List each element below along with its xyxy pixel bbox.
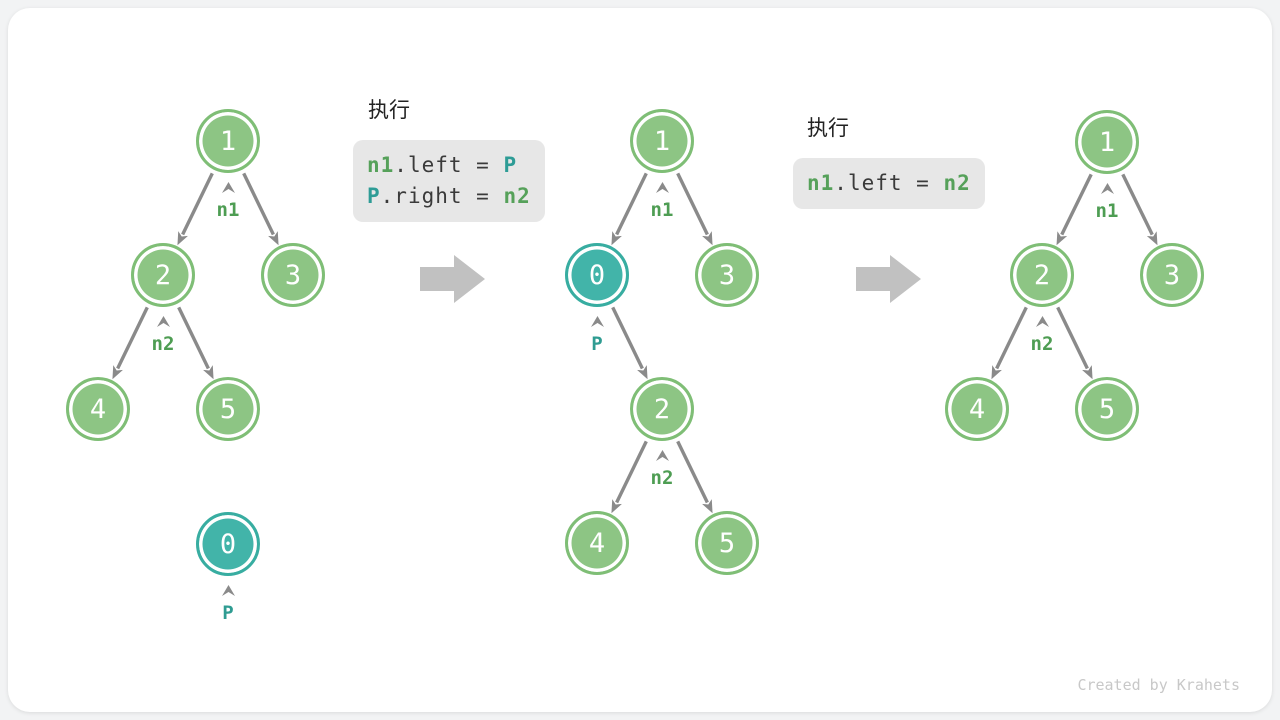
- tree-node-4: 4: [66, 377, 130, 441]
- pointer-caret-icon: [1100, 183, 1114, 194]
- tree-node-3: 3: [261, 243, 325, 307]
- pointer-caret-icon: [221, 585, 235, 596]
- tree-node-5: 5: [1075, 377, 1139, 441]
- tree-edge: [1056, 173, 1093, 246]
- pointer-label-n2: n2: [1030, 333, 1054, 355]
- transform-arrow-icon: [420, 255, 485, 308]
- pointer-n2: n2: [1010, 316, 1074, 354]
- tree-edge: [676, 172, 713, 246]
- code-heading-1: 执行: [368, 99, 410, 122]
- code-token: P: [503, 153, 518, 177]
- code-line: n1.left = P: [367, 150, 531, 181]
- code-token: n2: [503, 184, 531, 208]
- code-token: .right =: [380, 184, 504, 208]
- code-token: P: [367, 184, 381, 208]
- pointer-caret-icon: [655, 182, 669, 193]
- pointer-P: P: [196, 585, 260, 623]
- tree-node-5: 5: [196, 377, 260, 441]
- pointer-caret-icon: [156, 316, 170, 327]
- tree-edge: [611, 172, 648, 246]
- tree-node-5: 5: [695, 511, 759, 575]
- code-token: n1: [807, 171, 835, 195]
- code-line: P.right = n2: [367, 181, 531, 212]
- tree-node-4: 4: [565, 511, 629, 575]
- pointer-n1: n1: [630, 182, 694, 220]
- pointer-label-n2: n2: [650, 467, 674, 489]
- pointer-label-n1: n1: [1095, 200, 1119, 222]
- tree-node-3: 3: [1140, 243, 1204, 307]
- tree-node-0: 0: [565, 243, 629, 307]
- tree-edge: [242, 172, 279, 246]
- tree-edge: [611, 306, 648, 380]
- tree-edge: [177, 306, 214, 380]
- code-token: n1: [367, 153, 395, 177]
- tree-edge: [676, 440, 713, 514]
- tree-node-1: 1: [196, 109, 260, 173]
- code-heading-2: 执行: [807, 117, 849, 140]
- pointer-label-P: P: [222, 602, 234, 624]
- watermark: Created by Krahets: [1077, 676, 1240, 694]
- tree-node-4: 4: [945, 377, 1009, 441]
- code-token: n2: [943, 171, 971, 195]
- tree-edge: [611, 440, 648, 514]
- pointer-label-n1: n1: [216, 199, 240, 221]
- pointer-n2: n2: [630, 450, 694, 488]
- tree-edge: [177, 172, 214, 246]
- code-line: n1.left = n2: [807, 168, 971, 199]
- transform-arrow-icon: [856, 255, 921, 308]
- tree-node-1: 1: [630, 109, 694, 173]
- tree-node-2: 2: [131, 243, 195, 307]
- tree-node-1: 1: [1075, 110, 1139, 174]
- pointer-label-n2: n2: [151, 333, 175, 355]
- pointer-caret-icon: [221, 182, 235, 193]
- pointer-label-P: P: [591, 333, 603, 355]
- tree-edge: [991, 306, 1028, 380]
- tree-node-0: 0: [196, 512, 260, 576]
- tree-node-2: 2: [1010, 243, 1074, 307]
- pointer-caret-icon: [590, 316, 604, 327]
- tree-node-2: 2: [630, 377, 694, 441]
- pointer-label-n1: n1: [650, 199, 674, 221]
- code-token: .left =: [834, 171, 944, 195]
- pointer-caret-icon: [1035, 316, 1049, 327]
- pointer-n1: n1: [196, 182, 260, 220]
- tree-node-3: 3: [695, 243, 759, 307]
- pointer-n1: n1: [1075, 183, 1139, 221]
- pointer-n2: n2: [131, 316, 195, 354]
- tree-edge: [1121, 173, 1158, 246]
- tree-edge: [1056, 306, 1093, 380]
- code-box-2: n1.left = n2: [793, 158, 985, 209]
- tree-edge: [112, 306, 149, 380]
- pointer-caret-icon: [655, 450, 669, 461]
- pointer-P: P: [565, 316, 629, 354]
- code-token: .left =: [394, 153, 504, 177]
